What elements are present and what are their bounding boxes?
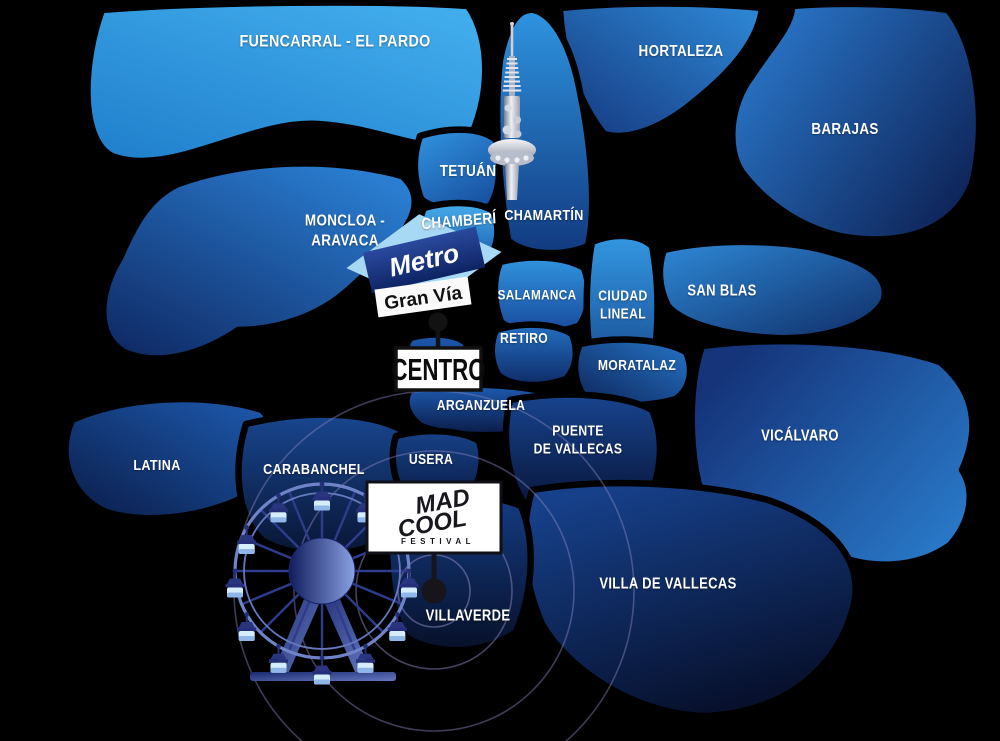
- madcool-sign-plate: [365, 480, 503, 555]
- label-moratalaz: MORATALAZ: [597, 358, 677, 375]
- district-san-blas: [656, 238, 889, 342]
- centro-sign-plate: [394, 346, 483, 392]
- ferris-wheel: [225, 481, 419, 685]
- label-san-blas: SAN BLAS: [687, 282, 757, 300]
- madcool-sign: MAD COOL FESTIVAL: [365, 480, 503, 604]
- district-moncloa-aravaca: [100, 160, 418, 362]
- label-carabanchel: CARABANCHEL: [263, 460, 365, 478]
- label-latina: LATINA: [133, 456, 181, 474]
- district-shapes: [62, 0, 983, 720]
- centro-pin-stick: [435, 328, 441, 350]
- gran-via-sign-plate: [374, 276, 472, 318]
- label-retiro: RETIRO: [499, 331, 549, 348]
- district-salamanca: [491, 254, 592, 336]
- ferris-wheel-hub: [288, 537, 356, 605]
- label-arganzuela: ARGANZUELA: [436, 398, 526, 415]
- district-chamartin: [493, 6, 596, 257]
- label-villaverde: VILLAVERDE: [425, 607, 511, 625]
- madcool-pin-dot: [421, 578, 447, 604]
- label-barajas: BARAJAS: [811, 121, 879, 139]
- centro-sign-text: CENTRO: [391, 352, 485, 386]
- label-chamartin: CHAMARTÍN: [504, 206, 584, 224]
- madcool-word-festival: FESTIVAL: [401, 537, 475, 546]
- metro-logo: Metro: [346, 214, 502, 306]
- gran-via-sign: Gran Vía: [374, 276, 472, 318]
- label-moncloa-aravaca: MONCLOA - ARAVACA: [304, 212, 386, 249]
- label-fuencarral-el-pardo: FUENCARRAL - EL PARDO: [239, 31, 431, 51]
- label-villa-de-vallecas: VILLA DE VALLECAS: [599, 575, 737, 593]
- metro-band: [362, 226, 486, 294]
- label-hortaleza: HORTALEZA: [638, 43, 724, 61]
- centro-sign: CENTRO: [391, 312, 486, 392]
- label-vicalvaro: VICÁLVARO: [761, 427, 839, 445]
- district-retiro: [488, 321, 580, 389]
- madcool-pin-stick: [431, 550, 437, 580]
- centro-pin-dot: [428, 312, 448, 332]
- label-tetuan: TETUÁN: [439, 163, 497, 181]
- label-puente-de-vallecas: PUENTE DE VALLECAS: [533, 423, 623, 457]
- label-usera: USERA: [408, 452, 454, 469]
- label-salamanca: SALAMANCA: [497, 286, 577, 303]
- district-barajas: [729, 0, 983, 243]
- district-villa-de-vallecas: [521, 479, 859, 720]
- district-moratalaz: [571, 336, 694, 409]
- label-ciudad-lineal: CIUDAD LINEAL: [598, 288, 648, 322]
- torrespana-tower-icon: [488, 22, 536, 200]
